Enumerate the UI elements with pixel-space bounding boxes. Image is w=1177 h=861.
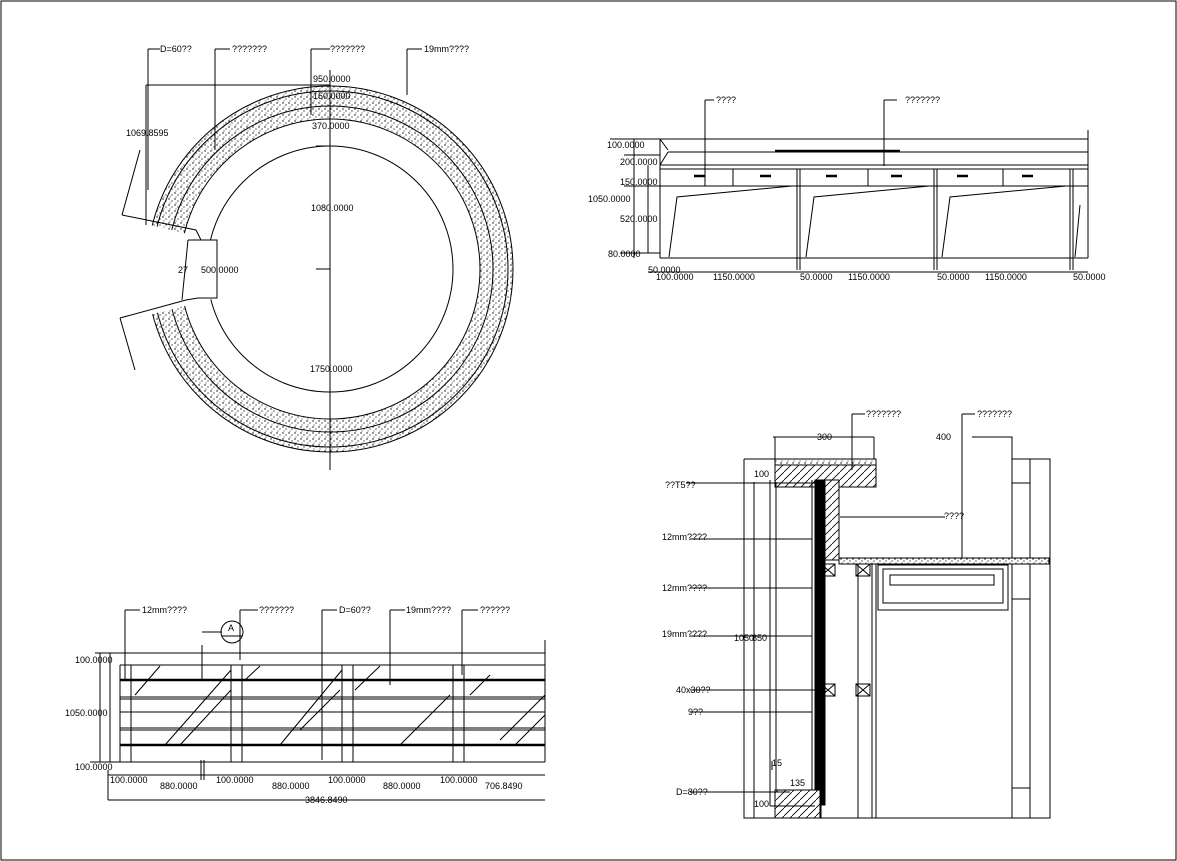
back-elevation: ???? ??????? 100.0000 200.0000 150.0000 … — [588, 95, 1106, 282]
back-bdim-0: 50.0000 — [648, 265, 681, 275]
plan-dim-angle: 27 — [178, 265, 188, 275]
section-top-label-a: ??????? — [866, 409, 901, 419]
section-top-label-b: ??????? — [977, 409, 1012, 419]
section-left-label-1: 12mm???? — [662, 532, 707, 542]
plan-dim-1750: 1750.0000 — [310, 364, 353, 374]
back-dim-4: 520.0000 — [620, 214, 658, 224]
back-dim-1: 200.0000 — [620, 157, 658, 167]
section-dim-100-top: 100 — [754, 469, 769, 479]
section-right-label: ???? — [944, 511, 964, 521]
section-dim-850: 850 — [752, 633, 767, 643]
section-dim-100-bot: 100 — [754, 799, 769, 809]
section-mark-label: A — [228, 623, 234, 633]
plan-dim-1080: 1080.0000 — [311, 203, 354, 213]
section-left-label-6: D=80?? — [676, 787, 708, 797]
front-label-c: D=60?? — [339, 605, 371, 615]
back-bdim-1: 100.0000 — [656, 272, 694, 282]
section-dim-15: 15 — [772, 758, 782, 768]
front-bdim-0: 100.0000 — [110, 775, 148, 785]
front-label-e: ?????? — [480, 605, 510, 615]
front-ldim-0: 100.0000 — [75, 655, 113, 665]
plan-view: D=60?? ??????? ??????? 19mm???? 950.0000… — [110, 44, 514, 470]
back-label-a: ???? — [716, 95, 736, 105]
front-elevation: 12mm???? ??????? D=60?? 19mm???? ?????? … — [65, 605, 546, 805]
front-total-dim: 3846.8490 — [305, 795, 348, 805]
back-dim-3: 1050.0000 — [588, 194, 631, 204]
front-ldim-1: 1050.0000 — [65, 708, 108, 718]
plan-label-2: ??????? — [232, 44, 267, 54]
back-bdim-7: 50.0000 — [1073, 272, 1106, 282]
back-dim-2: 150.0000 — [620, 177, 658, 187]
section-left-label-3: 19mm???? — [662, 629, 707, 639]
back-dim-5: 80.0000 — [608, 249, 641, 259]
back-dim-0: 100.0000 — [607, 140, 645, 150]
back-bdim-3: 50.0000 — [800, 272, 833, 282]
front-bdim-5: 880.0000 — [383, 781, 421, 791]
plan-dim-370: 370.0000 — [312, 121, 350, 131]
back-bdim-2: 1150.0000 — [713, 272, 755, 282]
front-bdim-6: 100.0000 — [440, 775, 478, 785]
back-bdim-4: 1150.0000 — [848, 272, 890, 282]
front-ldim-2: 100.0000 — [75, 762, 113, 772]
section-dim-135: 135 — [790, 778, 805, 788]
section-left-label-0: ??T5?? — [665, 480, 696, 490]
section-left-label-5: 9?? — [688, 707, 703, 717]
front-bdim-7: 706.8490 — [485, 781, 523, 791]
section-left-label-4: 40x30?? — [676, 685, 711, 695]
front-label-d: 19mm???? — [406, 605, 451, 615]
section-dim-300: 300 — [817, 432, 832, 442]
back-bdim-6: 1150.0000 — [985, 272, 1027, 282]
plan-dim-150: 150.0000 — [313, 91, 351, 101]
plan-label-d60: D=60?? — [160, 44, 192, 54]
plan-dim-950: 950.0000 — [313, 74, 351, 84]
back-label-b: ??????? — [905, 95, 940, 105]
section-dim-1050: 1050 — [734, 633, 754, 643]
section-mark-circle — [220, 620, 244, 644]
section-left-label-2: 12mm???? — [662, 583, 707, 593]
plan-dim-500: 500.0000 — [201, 265, 239, 275]
section-dim-400: 400 — [936, 432, 951, 442]
front-bdim-4: 100.0000 — [328, 775, 366, 785]
section-detail: ??????? ??????? 300 400 100 100 1050 850… — [662, 409, 1051, 819]
back-bdim-5: 50.0000 — [937, 272, 970, 282]
plan-dim-1069: 1069.8595 — [126, 128, 169, 138]
front-bdim-2: 100.0000 — [216, 775, 254, 785]
front-bdim-3: 880.0000 — [272, 781, 310, 791]
plan-label-3: ??????? — [330, 44, 365, 54]
plan-label-veneer: 19mm???? — [424, 44, 469, 54]
front-label-b: ??????? — [259, 605, 294, 615]
front-label-a: 12mm???? — [142, 605, 187, 615]
front-bdim-1: 880.0000 — [160, 781, 198, 791]
